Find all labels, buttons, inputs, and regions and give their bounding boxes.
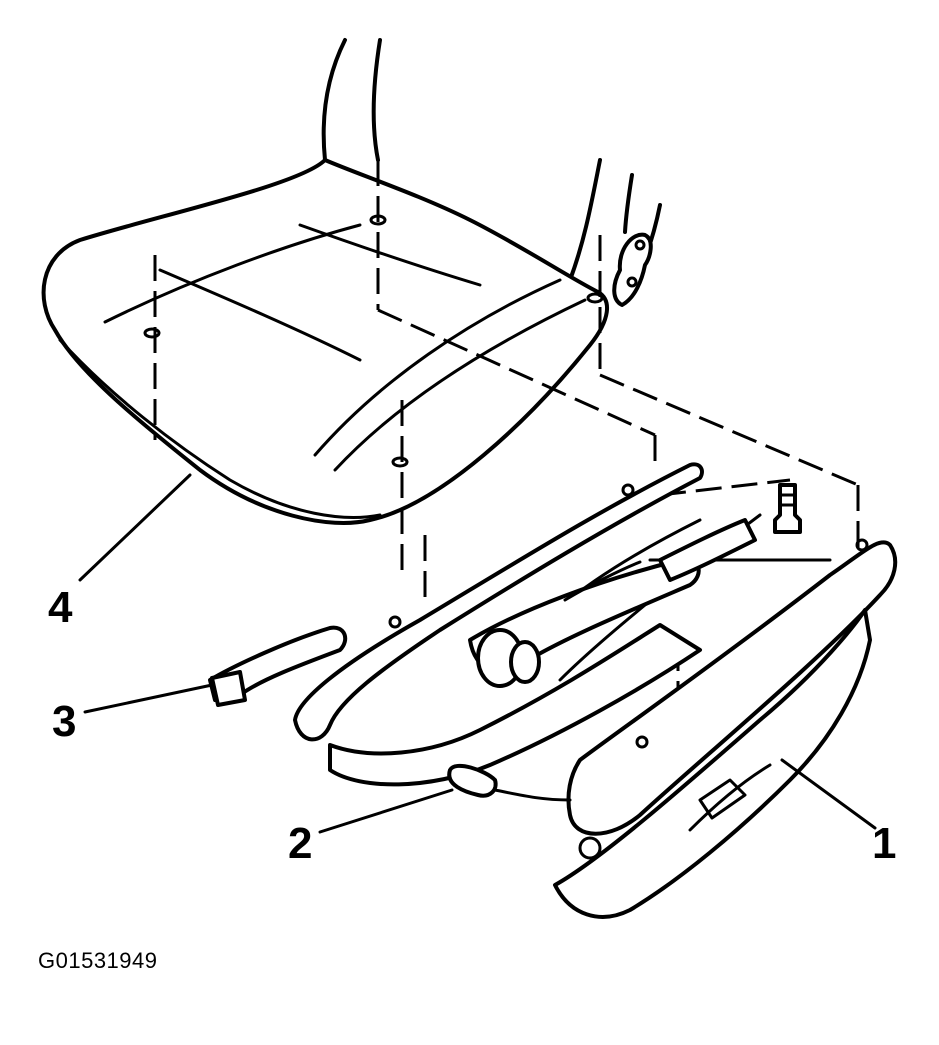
mounting-bolt	[773, 483, 802, 534]
leader-lines	[78, 473, 877, 834]
callout-label-2: 2	[288, 819, 313, 868]
recliner-handle	[208, 625, 348, 707]
recliner-bracket	[612, 232, 653, 307]
power-adjuster-switch	[447, 763, 572, 802]
adjuster-motor	[468, 518, 757, 688]
alignment-lines	[153, 160, 860, 712]
seat-back	[321, 38, 662, 282]
callout-label-4: 4	[48, 583, 73, 632]
figure-id: G01531949	[38, 948, 158, 973]
callout-label-1: 1	[872, 819, 897, 868]
callout-label-3: 3	[52, 697, 77, 746]
seat-adjuster-track	[293, 462, 898, 919]
seat-cushion	[41, 158, 610, 525]
